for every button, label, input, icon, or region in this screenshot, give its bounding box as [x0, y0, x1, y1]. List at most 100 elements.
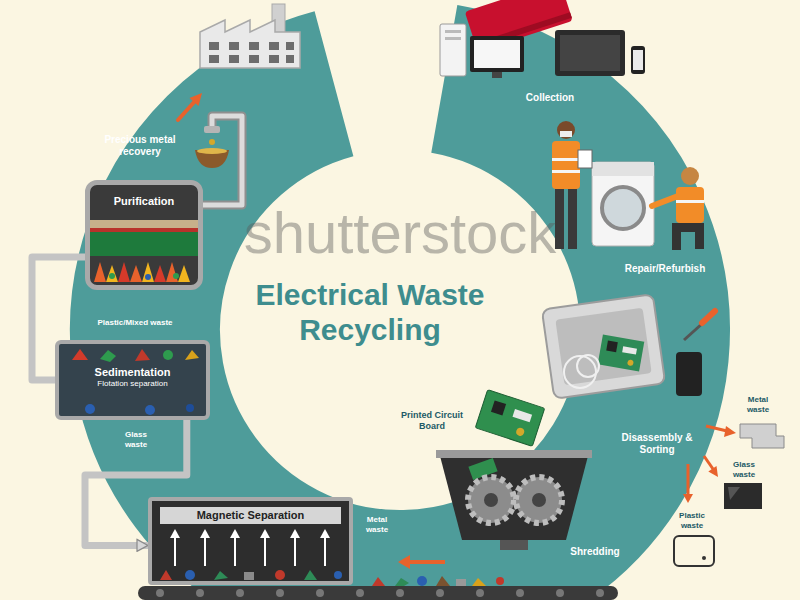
step-label: Precious metal recovery	[92, 134, 188, 158]
factory-icon	[269, 42, 279, 50]
conveyor-belt	[395, 578, 409, 586]
conveyor-belt	[596, 589, 604, 597]
conveyor-belt	[456, 579, 466, 586]
factory-icon	[200, 20, 300, 68]
shredder-icon	[516, 477, 562, 523]
repair-scene	[555, 189, 564, 249]
repair-scene	[676, 200, 704, 203]
conveyor-belt	[417, 576, 427, 586]
glass-piece-icon	[728, 487, 740, 500]
repair-scene	[592, 162, 654, 246]
step-label: Shredding	[560, 546, 630, 558]
purification-layers	[109, 273, 115, 279]
flow-arrow	[398, 555, 445, 569]
step-label-box: Plastic waste	[672, 511, 712, 530]
conveyor-belt	[276, 589, 284, 597]
circuit-board-icon	[475, 390, 544, 447]
conveyor-belt	[436, 589, 444, 597]
appliances-icon	[560, 35, 620, 71]
purification-layers	[142, 262, 154, 282]
sedimentation-pieces	[100, 350, 116, 362]
glass-piece-icon	[724, 483, 762, 509]
tank-title: Magnetic Separation	[160, 507, 341, 524]
disassembly-scene	[622, 346, 637, 354]
repair-scene	[568, 189, 577, 249]
process-tank: SedimentationFlotation separation	[55, 340, 210, 420]
cycle-ring	[145, 79, 655, 585]
step-label: Glass waste	[726, 460, 762, 479]
factory-icon	[200, 4, 300, 68]
step-label: Printed Circuit Board	[396, 410, 468, 432]
repair-scene	[552, 158, 580, 161]
flow-arrow	[398, 555, 410, 569]
repair-scene	[592, 162, 654, 176]
purification-layers	[90, 220, 198, 228]
magnet-arrows	[294, 536, 296, 566]
circuit-board-icon	[475, 390, 544, 447]
appliances-icon	[633, 50, 643, 70]
sorting-arrows	[706, 426, 727, 431]
appliances-icon	[470, 36, 524, 72]
recovery-pipe	[209, 139, 215, 145]
repair-scene	[695, 223, 704, 249]
circuit-board-icon	[513, 409, 533, 422]
step-label-box: Glass waste	[116, 430, 156, 449]
purification-layers	[154, 265, 166, 282]
repair-scene	[557, 121, 575, 139]
circuit-board-icon	[515, 427, 525, 437]
disassembly-scene	[676, 352, 702, 396]
magnet-arrows	[230, 529, 240, 538]
step-label-box: Glass waste	[726, 460, 762, 479]
tank-title: Sedimentation	[65, 366, 200, 379]
disassembly-scene	[542, 294, 665, 399]
diagram-title-box: Electrical Waste Recycling	[225, 278, 515, 347]
factory-icon	[286, 42, 294, 50]
conveyor-belt	[476, 589, 484, 597]
repair-scene	[672, 230, 681, 250]
magnet-arrows	[185, 570, 195, 580]
sorting-arrows	[724, 426, 736, 437]
recovery-pipe	[197, 148, 227, 154]
diagram-title: Electrical Waste Recycling	[225, 278, 515, 347]
step-label-box: Repair/Refurbish	[612, 263, 718, 275]
shredder-icon	[436, 450, 592, 550]
process-tank: Purification	[85, 180, 203, 290]
shredder-icon	[468, 477, 514, 523]
appliances-icon	[440, 0, 645, 78]
purification-layers	[178, 265, 190, 282]
repair-scene	[681, 167, 699, 185]
shredder-icon	[500, 540, 528, 550]
disassembly-scene	[542, 294, 665, 399]
disassembly-scene	[598, 335, 645, 372]
magnet-arrows	[204, 536, 206, 566]
magnet-arrows	[200, 529, 210, 538]
magnet-arrows	[304, 570, 317, 580]
magnet-arrows	[290, 529, 300, 538]
purification-layers	[90, 232, 198, 256]
disassembly-scene	[542, 294, 715, 399]
repair-scene	[552, 121, 704, 250]
step-label-box: Metal waste	[740, 395, 776, 414]
sedimentation-pieces	[85, 404, 95, 414]
sorting-arrows	[704, 456, 713, 469]
watermark: shutterstock	[230, 198, 570, 268]
shredder-icon	[436, 450, 592, 458]
step-label: Glass waste	[116, 430, 156, 449]
step-label: Plastic/Mixed waste	[55, 318, 215, 328]
repair-scene	[552, 141, 580, 189]
conveyor-belt	[436, 576, 450, 586]
factory-icon	[209, 55, 219, 63]
sedimentation-pieces	[186, 404, 194, 412]
appliances-icon	[445, 30, 461, 33]
conveyor-belt	[236, 589, 244, 597]
magnet-arrows	[234, 536, 236, 566]
magnet-arrows	[160, 529, 342, 580]
tank-subtitle: Flotation separation	[65, 379, 200, 389]
conveyor-belt	[316, 589, 324, 597]
purification-layers	[118, 262, 130, 282]
sorting-arrows	[683, 494, 693, 503]
sedimentation-pieces	[72, 349, 88, 360]
step-label: Metal waste	[358, 515, 396, 534]
magnet-arrows	[264, 536, 266, 566]
